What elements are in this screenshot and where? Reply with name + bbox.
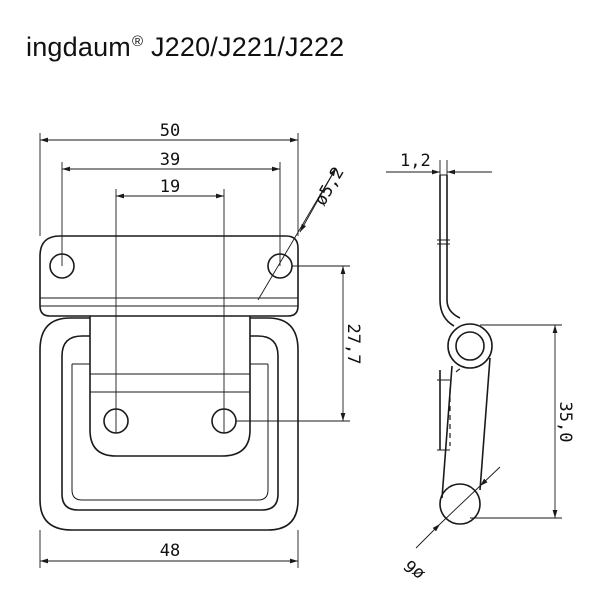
registered-mark: ® bbox=[131, 33, 144, 50]
handle-arm bbox=[441, 365, 453, 499]
hinge-roll bbox=[447, 323, 493, 369]
mounting-plate bbox=[39, 235, 299, 317]
page-title: ingdaum® J220/J221/J222 bbox=[26, 32, 344, 63]
handle-arm bbox=[479, 357, 491, 491]
front-view bbox=[39, 235, 299, 531]
handle-outer bbox=[39, 317, 299, 531]
dim-label-48: 48 bbox=[160, 541, 180, 561]
dim-label-rod-diameter: ø6 bbox=[400, 555, 429, 584]
handle-rod bbox=[439, 483, 481, 525]
dimension-handle-height: 35,0 bbox=[470, 324, 575, 519]
dimension-hole-spacing-inner: 19 bbox=[115, 177, 225, 433]
brand-name: ingdaum bbox=[26, 32, 131, 62]
dimension-handle-width: 48 bbox=[39, 530, 299, 568]
handle-mid bbox=[71, 364, 269, 501]
hidden-edge bbox=[455, 366, 469, 373]
dim-label-thickness: 1,2 bbox=[400, 151, 431, 171]
dimension-hole-diameter: ø5,2 bbox=[257, 164, 349, 301]
dim-label-39: 39 bbox=[160, 150, 180, 170]
inner-bracket bbox=[89, 316, 251, 457]
model-numbers: J220/J221/J222 bbox=[150, 32, 345, 62]
dimension-rod-diameter: ø6 bbox=[400, 466, 501, 584]
side-view bbox=[437, 174, 493, 525]
dim-label-35-0: 35,0 bbox=[555, 402, 575, 443]
dimension-thickness: 1,2 bbox=[386, 151, 492, 175]
dim-label-hole-diameter: ø5,2 bbox=[311, 164, 349, 209]
dim-label-19: 19 bbox=[160, 177, 180, 197]
dim-label-50: 50 bbox=[160, 121, 180, 141]
dim-label-27-7: 27,7 bbox=[343, 324, 363, 365]
handle-inner bbox=[61, 335, 279, 511]
dimension-overall-width: 50 bbox=[39, 121, 299, 236]
dimension-hole-spacing-outer: 39 bbox=[61, 150, 281, 266]
hinge-pin bbox=[455, 331, 485, 361]
dimension-vertical-offset: 27,7 bbox=[236, 265, 363, 422]
